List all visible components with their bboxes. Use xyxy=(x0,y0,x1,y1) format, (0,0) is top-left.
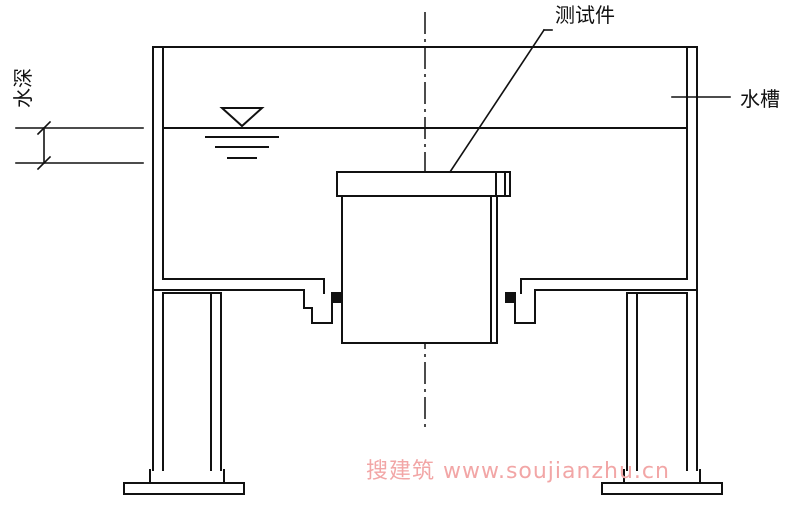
water-tank-outer xyxy=(152,46,341,324)
seal-left xyxy=(332,293,343,303)
water-tank-label: 水槽 xyxy=(740,87,780,111)
water-depth-dimension xyxy=(15,120,144,171)
water-depth-label: 水深 xyxy=(11,68,35,108)
left-base-plate xyxy=(123,482,245,495)
right-base-plate xyxy=(601,482,723,495)
test-piece-leader xyxy=(448,28,546,174)
right-support xyxy=(601,289,723,495)
left-support xyxy=(123,289,245,495)
test-piece-body xyxy=(341,195,498,344)
test-piece-lid xyxy=(336,171,506,197)
water-level-symbol xyxy=(205,107,279,159)
seal-right xyxy=(505,293,516,303)
water-tank-inner xyxy=(162,46,325,294)
watermark-text: 搜建筑 www.soujianzhu.cn xyxy=(366,459,670,484)
test-piece xyxy=(336,171,511,344)
test-piece-label: 测试件 xyxy=(555,3,615,27)
water-tank-inner-right xyxy=(520,46,688,294)
water-tank-outer-right xyxy=(505,46,698,324)
